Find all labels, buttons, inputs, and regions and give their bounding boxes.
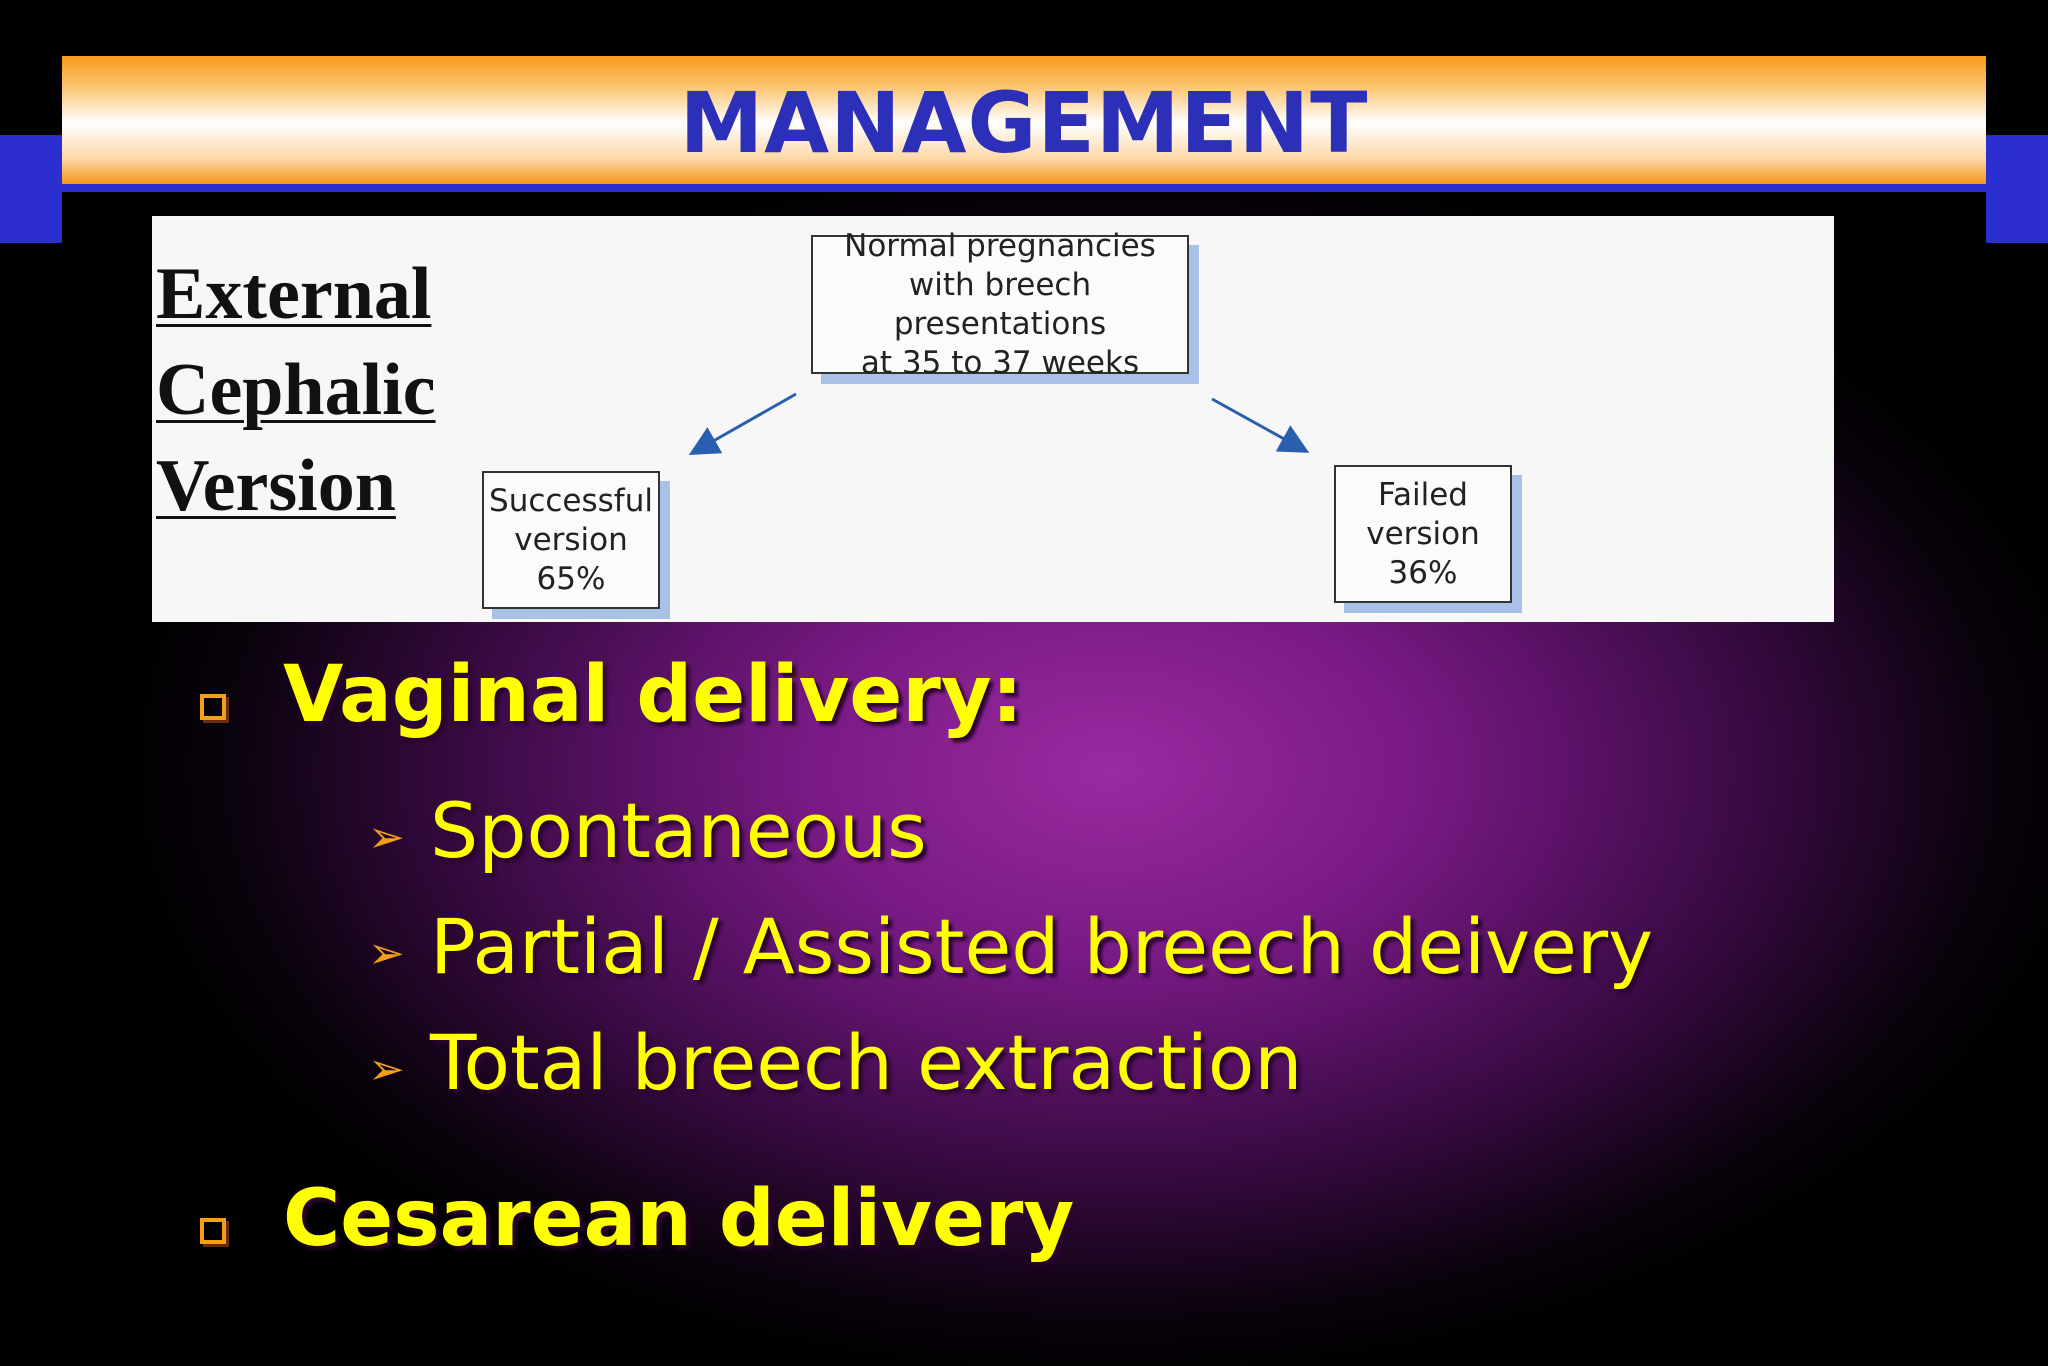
ecv-label-line: Cephalic	[156, 349, 436, 431]
flow-box-line: at 35 to 37 weeks	[860, 344, 1140, 381]
right-accent-tab	[1986, 135, 2048, 243]
bullet-vaginal-delivery: Vaginal delivery:	[283, 650, 1023, 740]
slide-title: MANAGEMENT	[679, 74, 1369, 172]
flow-box-failed-version: Failed version 36%	[1334, 465, 1512, 603]
flow-box-line: version	[514, 521, 628, 558]
flow-box-line: Failed	[1378, 476, 1468, 513]
arrow-to-successful	[688, 392, 797, 455]
chevron-bullet-icon: ➢	[368, 928, 405, 979]
ecv-flowchart-figure: External Cephalic Version Normal pregnan…	[152, 216, 1834, 622]
left-accent-tab	[0, 135, 62, 243]
flow-box-line: version	[1366, 515, 1480, 552]
flow-box-normal-pregnancies: Normal pregnancies with breech presentat…	[811, 228, 1189, 381]
sub-bullet-partial-assisted: Partial / Assisted breech deivery	[430, 902, 1654, 991]
title-bar: MANAGEMENT	[62, 56, 1986, 192]
ecv-label-line: Version	[156, 445, 396, 527]
flow-arrows	[688, 392, 1310, 455]
flow-box-successful-version: Successful version 65%	[482, 471, 660, 609]
bullet-cesarean-delivery: Cesarean delivery	[283, 1174, 1075, 1264]
flow-box-line: 65%	[536, 560, 606, 597]
ecv-label-line: External	[156, 253, 432, 335]
flow-box-line: Normal pregnancies	[844, 227, 1156, 264]
square-bullet-icon	[200, 694, 226, 720]
square-bullet-icon	[200, 1218, 226, 1244]
flow-box-line: Successful	[489, 482, 653, 519]
ecv-label: External Cephalic Version	[156, 246, 436, 534]
arrow-to-failed	[1211, 397, 1310, 453]
sub-bullet-total-extraction: Total breech extraction	[430, 1018, 1303, 1107]
chevron-bullet-icon: ➢	[368, 1044, 405, 1095]
chevron-bullet-icon: ➢	[368, 812, 405, 863]
flow-box-line: with breech presentations	[893, 266, 1107, 342]
sub-bullet-spontaneous: Spontaneous	[430, 786, 927, 875]
flow-box-line: 36%	[1388, 554, 1458, 591]
